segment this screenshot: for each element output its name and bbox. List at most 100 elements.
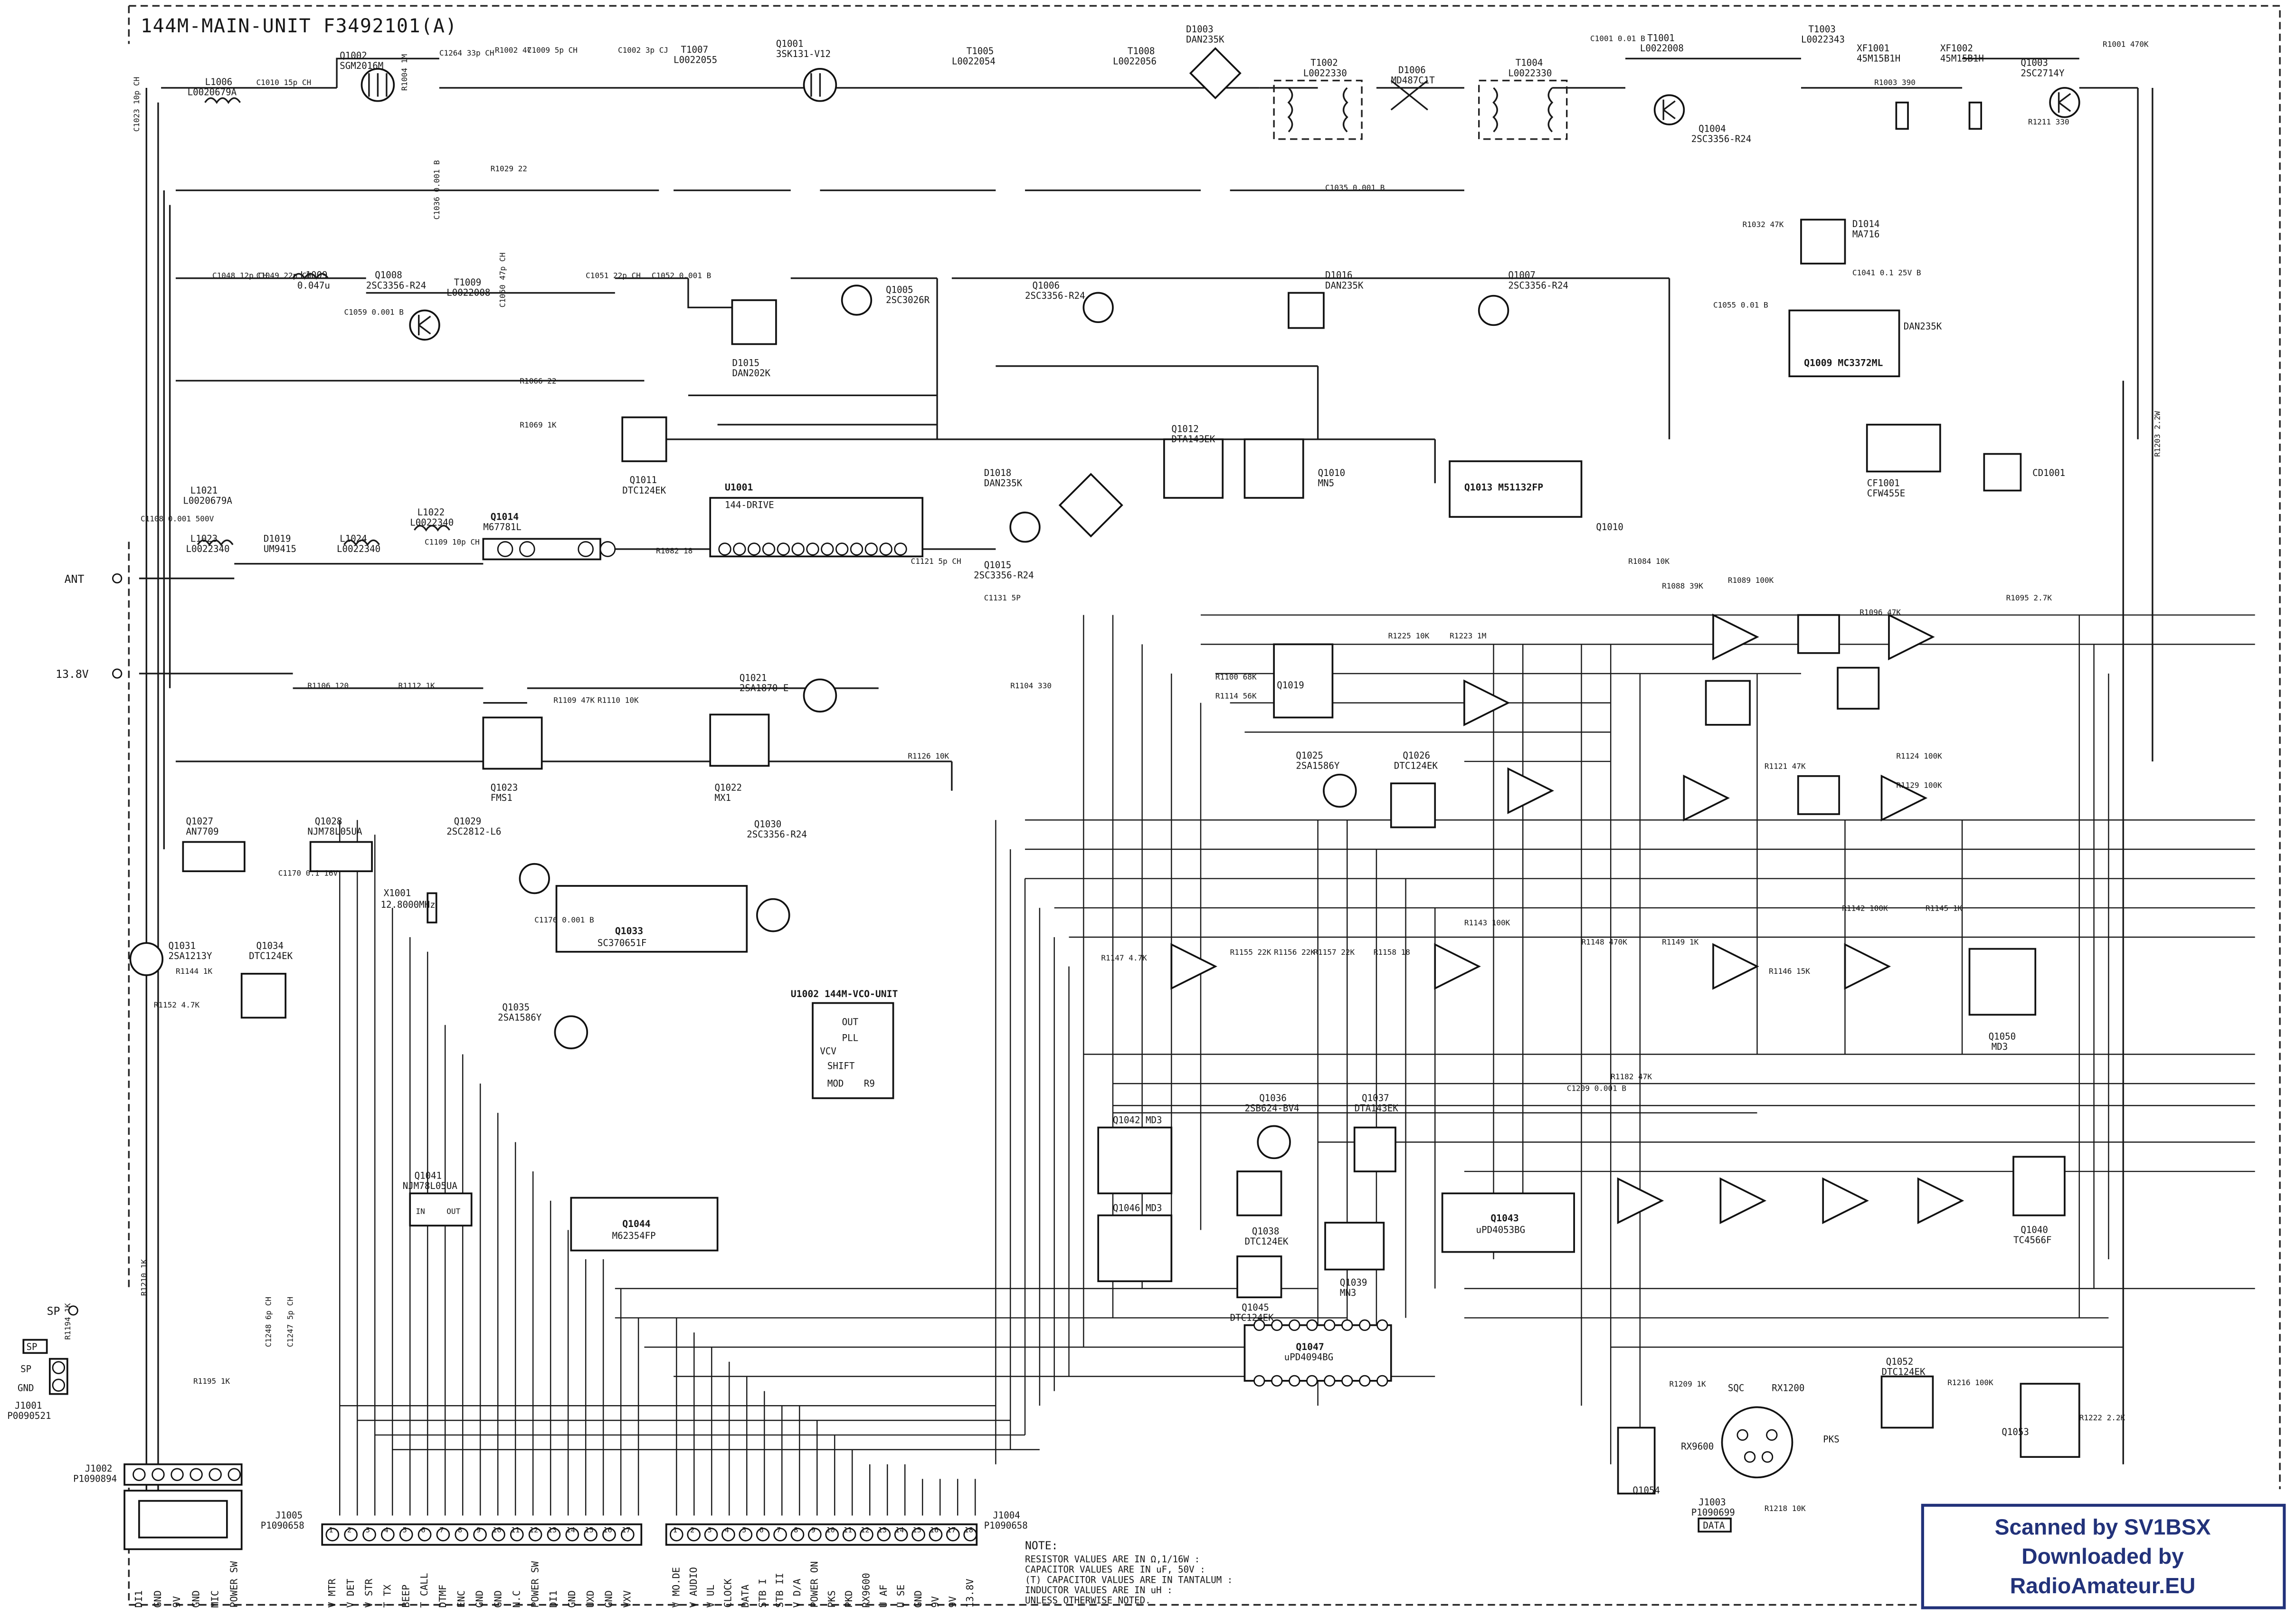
svg-text:2SC3356-R24: 2SC3356-R24: [366, 280, 427, 291]
j1005-pin-label: V MTR: [326, 1578, 338, 1608]
svg-text:Q1046 MD3: Q1046 MD3: [1113, 1202, 1162, 1213]
svg-text:L0022330: L0022330: [1303, 67, 1347, 78]
svg-text:Q1025: Q1025: [1296, 750, 1323, 761]
svg-text:uPD4053BG: uPD4053BG: [1476, 1225, 1526, 1236]
svg-text:Q1035: Q1035: [502, 1002, 530, 1013]
svg-text:C1121 5p CH: C1121 5p CH: [911, 557, 961, 566]
svg-text:R1084 10K: R1084 10K: [1628, 557, 1670, 566]
svg-text:R1095 2.7K: R1095 2.7K: [2006, 593, 2052, 602]
svg-text:DAN235K: DAN235K: [984, 477, 1023, 488]
ant-label: ANT: [65, 573, 85, 586]
connector-j1003: J1003 P1090699 DATA: [1691, 1497, 1735, 1533]
svg-text:C1010 15p CH: C1010 15p CH: [256, 78, 312, 87]
svg-text:Q1012: Q1012: [1171, 423, 1199, 434]
svg-text:2SB624-BV4: 2SB624-BV4: [1244, 1103, 1299, 1114]
svg-text:2SA1586Y: 2SA1586Y: [498, 1012, 542, 1023]
svg-text:Q1004: Q1004: [1698, 123, 1726, 134]
sheet-title: 144M-MAIN-UNIT F3492101(A): [141, 15, 457, 37]
svg-text:C1108 0.001 500V: C1108 0.001 500V: [141, 514, 214, 523]
svg-text:SGM2016M: SGM2016M: [340, 60, 383, 71]
svg-text:T1004: T1004: [1516, 57, 1543, 68]
svg-text:Q1003: Q1003: [2021, 57, 2048, 68]
svg-text:C1051 22p CH: C1051 22p CH: [586, 271, 641, 280]
j1004-pin-number: 2: [690, 1526, 694, 1534]
j1004-pin: [877, 1528, 891, 1541]
j1005-pin-label: BEEP: [400, 1585, 411, 1608]
svg-text:3SK131-V12: 3SK131-V12: [776, 48, 831, 59]
svg-text:L0020679A: L0020679A: [183, 495, 232, 506]
svg-text:R1088 39K: R1088 39K: [1662, 581, 1703, 590]
svg-text:MN5: MN5: [1318, 477, 1335, 488]
svg-text:L0022054: L0022054: [952, 56, 996, 67]
svg-text:R1195 1K: R1195 1K: [193, 1377, 230, 1386]
j1004-pin-number: 15: [912, 1526, 921, 1534]
svg-text:R1114 56K: R1114 56K: [1215, 691, 1257, 700]
svg-text:Q1034: Q1034: [256, 941, 284, 951]
svg-text:M67781L: M67781L: [483, 522, 522, 532]
svg-text:R1066 22: R1066 22: [520, 377, 556, 386]
svg-text:L0022055: L0022055: [674, 55, 717, 66]
svg-text:L1022: L1022: [417, 507, 445, 518]
svg-text:R1100 68K: R1100 68K: [1215, 672, 1257, 681]
svg-text:R1225 10K: R1225 10K: [1388, 631, 1430, 640]
connector-j1002: J1002 P1090894 DI1 GND 9V GND MIC POWER …: [73, 1463, 243, 1608]
svg-text:2SA1870-E: 2SA1870-E: [740, 683, 789, 694]
j1004-pin: [911, 1528, 925, 1541]
svg-text:UNLESS OTHERWISE NOTED.: UNLESS OTHERWISE NOTED.: [1025, 1595, 1151, 1606]
j1004-pin-number: 11: [844, 1526, 853, 1534]
svg-text:T1008: T1008: [1128, 46, 1155, 57]
j1004-pin-label: V D/A: [791, 1578, 803, 1607]
svg-text:D1018: D1018: [984, 467, 1012, 478]
svg-text:R1143 100K: R1143 100K: [1464, 918, 1510, 927]
j1005-pin: [620, 1528, 635, 1541]
svg-text:R1146 15K: R1146 15K: [1769, 967, 1810, 976]
svg-text:R1106 120: R1106 120: [307, 681, 349, 690]
j1005-pin-label: VXV: [621, 1590, 633, 1608]
svg-text:Q1019: Q1019: [1277, 680, 1304, 691]
svg-text:R1148 470K: R1148 470K: [1582, 937, 1628, 946]
svg-text:Q1040: Q1040: [2021, 1225, 2048, 1236]
j1004-pin-number: 10: [826, 1526, 835, 1534]
j1005-pin-number: 13: [548, 1526, 557, 1534]
svg-text:R1216 100K: R1216 100K: [1947, 1378, 1993, 1387]
j1005-pin: [344, 1528, 358, 1541]
pa-section: Q1014 M67781L U1001 144-DRIVE D1018DAN23…: [482, 467, 1123, 803]
svg-text:R1209 1K: R1209 1K: [1670, 1379, 1706, 1388]
svg-text:Q1044: Q1044: [622, 1218, 650, 1229]
svg-text:P1090894: P1090894: [73, 1473, 117, 1484]
svg-text:Q1041: Q1041: [414, 1170, 442, 1181]
svg-text:R1152 4.7K: R1152 4.7K: [154, 1000, 200, 1009]
j1005-pin-number: 7: [439, 1526, 444, 1534]
svg-text:IN: IN: [416, 1207, 425, 1216]
svg-text:RX9600: RX9600: [1681, 1441, 1714, 1452]
svg-text:Q1005: Q1005: [886, 285, 913, 295]
svg-text:Q1045: Q1045: [1242, 1302, 1269, 1313]
svg-text:NOTE:: NOTE:: [1025, 1540, 1058, 1552]
scanner-stamp: Scanned by SV1BSX Downloaded by RadioAma…: [1921, 1503, 2286, 1609]
svg-text:UM9415: UM9415: [264, 543, 296, 554]
j1004-pin-label: 9V: [930, 1596, 941, 1607]
j1005-pin: [602, 1528, 616, 1541]
j1005-pin-label: DTMF: [437, 1585, 448, 1608]
svg-text:J1005: J1005: [275, 1510, 303, 1521]
note-block: NOTE: RESISTOR VALUES ARE IN Ω,1/16W : C…: [1025, 1540, 1233, 1606]
svg-text:DTC124EK: DTC124EK: [1244, 1236, 1289, 1247]
j1004-pin-number: 12: [861, 1526, 870, 1534]
svg-text:Q1010: Q1010: [1596, 522, 1623, 532]
svg-text:J1001: J1001: [15, 1400, 42, 1411]
j1004-pin-number: 4: [725, 1526, 729, 1534]
svg-text:R1003 390: R1003 390: [1874, 78, 1916, 87]
svg-text:DAN202K: DAN202K: [732, 368, 770, 379]
j1004-pin-label: POWER ON: [808, 1561, 820, 1608]
svg-text:Q1011: Q1011: [630, 475, 657, 485]
svg-text:POWER SW: POWER SW: [228, 1561, 239, 1608]
svg-text:RX1200: RX1200: [1772, 1382, 1804, 1393]
j1005-pin-label: GND: [603, 1590, 615, 1608]
svg-text:DTA143EK: DTA143EK: [1171, 434, 1215, 445]
svg-text:R1126 10K: R1126 10K: [908, 751, 949, 760]
svg-text:C1041 0.1 25V B: C1041 0.1 25V B: [1852, 268, 1921, 277]
transistor-labels: Q1010 DAN235K: [1596, 321, 1942, 532]
j1005-pin-number: 2: [347, 1526, 351, 1534]
svg-text:P1090699: P1090699: [1691, 1507, 1735, 1518]
